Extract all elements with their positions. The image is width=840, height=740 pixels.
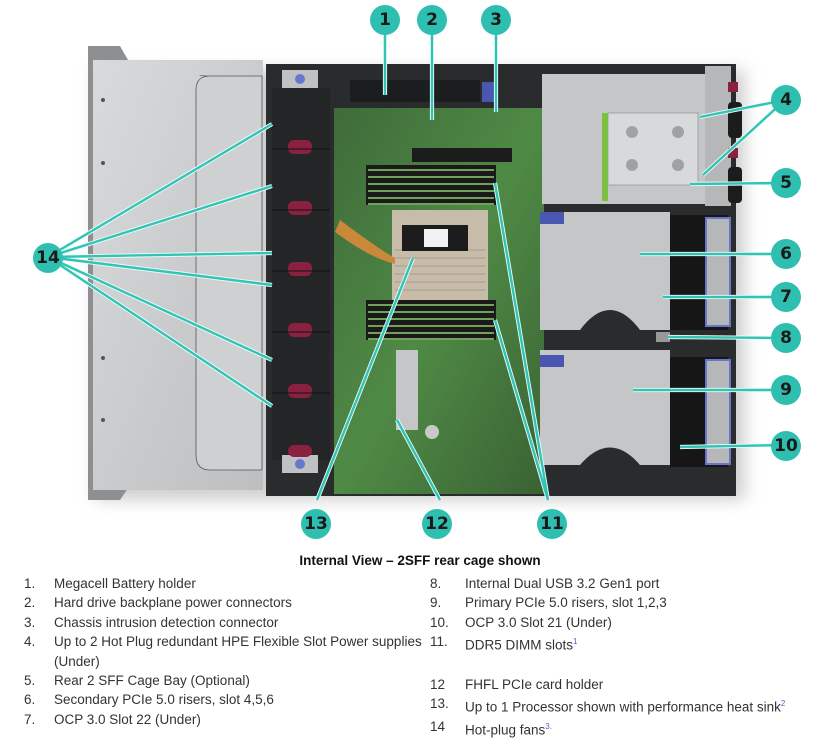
legend-text: Primary PCIe 5.0 risers, slot 1,2,3: [465, 595, 667, 611]
callout-13: 13: [301, 509, 331, 539]
legend-left-column: 1. Megacell Battery holder 2. Hard drive b…: [24, 574, 434, 729]
callout-2-label: 2: [426, 10, 438, 30]
leader-lines: [46, 30, 787, 501]
callout-9-label: 9: [780, 380, 792, 400]
legend-text: DDR5 DIMM slots: [465, 637, 574, 653]
callout-4: 4: [771, 85, 801, 115]
callout-7-label: 7: [780, 287, 792, 307]
callout-8-label: 8: [780, 328, 792, 348]
legend-right-column: 8. Internal Dual USB 3.2 Gen1 port 9. Prim…: [430, 574, 840, 740]
dimm-bank-bottom: [366, 300, 496, 340]
callout-10: 10: [771, 431, 801, 461]
callout-14-label: 14: [36, 248, 60, 268]
intrusion-connector: [482, 82, 494, 102]
footnote-ref[interactable]: 3.: [545, 721, 552, 731]
figure-caption: Internal View – 2SFF rear cage shown: [299, 553, 541, 568]
footnote-ref[interactable]: 2: [780, 698, 786, 708]
footnote-ref[interactable]: 1: [573, 637, 578, 647]
legend-item: 13. Up to 1 Processor shown with performa…: [430, 694, 840, 717]
legend-text: OCP 3.0 Slot 21 (Under): [465, 614, 612, 630]
legend-item: 7. OCP 3.0 Slot 22 (Under): [24, 710, 434, 729]
legend-text: (Under): [54, 653, 100, 669]
callout-11-label: 11: [540, 514, 564, 534]
legend-number: 7.: [24, 711, 36, 727]
callout-13-label: 13: [304, 514, 328, 534]
legend-number: 6.: [24, 692, 36, 708]
legend-number: 14: [430, 718, 446, 734]
legend-text: Secondary PCIe 5.0 risers, slot 4,5,6: [54, 692, 274, 708]
legend-item-continuation: (Under): [24, 652, 434, 671]
legend-text: Hard drive backplane power connectors: [54, 595, 292, 611]
fan-bank: [272, 70, 330, 473]
legend-text: Hot-plug fans: [465, 722, 546, 738]
legend-number: 4.: [24, 634, 36, 650]
legend-item: 5. Rear 2 SFF Cage Bay (Optional): [24, 671, 434, 690]
dimm-bank-top: [366, 165, 496, 205]
callout-1: 1: [370, 5, 400, 35]
legend-item: 8. Internal Dual USB 3.2 Gen1 port: [430, 574, 840, 593]
internal-usb-port: [656, 332, 670, 342]
legend-text: FHFL PCIe card holder: [465, 676, 604, 692]
legend-text: Internal Dual USB 3.2 Gen1 port: [465, 576, 660, 591]
legend-number: 13.: [430, 695, 449, 711]
megacell-battery-holder: [350, 80, 480, 102]
callout-5-label: 5: [780, 173, 792, 193]
primary-riser: [540, 350, 731, 467]
callout-3: 3: [481, 5, 511, 35]
legend-text: Chassis intrusion detection connector: [54, 614, 279, 630]
air-baffle: [412, 148, 512, 162]
cmos-battery: [425, 425, 439, 439]
legend-number: 10.: [430, 614, 449, 630]
rear-sff-cage: [542, 74, 710, 204]
legend-number: 8.: [430, 576, 442, 591]
callout-14: 14: [33, 243, 63, 273]
callout-5: 5: [771, 168, 801, 198]
legend-text: Up to 1 Processor shown with performance…: [465, 699, 781, 715]
secondary-riser: [540, 212, 731, 330]
legend-item: 6. Secondary PCIe 5.0 risers, slot 4,5,6: [24, 690, 434, 709]
legend-text: Rear 2 SFF Cage Bay (Optional): [54, 673, 250, 689]
callout-8: 8: [771, 323, 801, 353]
callout-6-label: 6: [780, 244, 792, 264]
callout-7: 7: [771, 282, 801, 312]
legend-number: 12: [430, 676, 446, 692]
legend-item: 10. OCP 3.0 Slot 21 (Under): [430, 613, 840, 632]
callout-12: 12: [422, 509, 452, 539]
fhfl-card-holder: [396, 350, 418, 430]
legend-number: 1.: [24, 576, 36, 591]
legend-item: 3. Chassis intrusion detection connector: [24, 613, 434, 632]
callout-6: 6: [771, 239, 801, 269]
legend-number: 11.: [430, 634, 448, 650]
callout-4-label: 4: [780, 90, 792, 110]
legend-item: 9. Primary PCIe 5.0 risers, slot 1,2,3: [430, 593, 840, 612]
legend-number: 9.: [430, 595, 442, 611]
callout-3-label: 3: [490, 10, 502, 30]
processor-heatsink: [335, 210, 488, 300]
legend-number: 3.: [24, 614, 36, 630]
legend-text: Up to 2 Hot Plug redundant HPE Flexible …: [54, 634, 422, 650]
callout-2: 2: [417, 5, 447, 35]
legend-item: 14 Hot-plug fans3.: [430, 717, 840, 740]
callout-11: 11: [537, 509, 567, 539]
legend-number: 5.: [24, 673, 36, 689]
legend-item: 1. Megacell Battery holder: [24, 574, 434, 593]
callout-10-label: 10: [774, 436, 798, 456]
callout-1-label: 1: [379, 10, 391, 30]
legend-text: Megacell Battery holder: [54, 576, 196, 591]
legend-text: OCP 3.0 Slot 22 (Under): [54, 711, 201, 727]
callout-9: 9: [771, 375, 801, 405]
legend-item: 11. DDR5 DIMM slots1: [430, 632, 840, 655]
server-internal-view-diagram: 1 2 3 4 5 6 7 8 9 10 11 12 13 14: [33, 5, 801, 539]
legend-item: 4. Up to 2 Hot Plug redundant HPE Flexibl…: [24, 632, 434, 651]
legend-item: 2. Hard drive backplane power connectors: [24, 593, 434, 612]
callout-12-label: 12: [425, 514, 449, 534]
legend-item: 12 FHFL PCIe card holder: [430, 675, 840, 694]
legend-number: 2.: [24, 595, 36, 611]
